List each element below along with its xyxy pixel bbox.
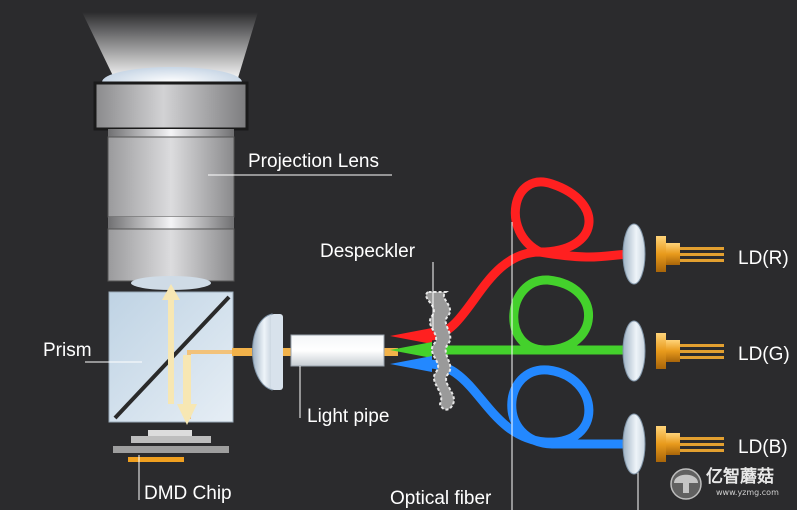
light-pipe xyxy=(290,334,385,367)
ld-b-collimator-lens xyxy=(622,413,646,475)
ld-g-collimator-lens xyxy=(622,320,646,382)
ld-b-label: LD(B) xyxy=(738,437,788,458)
ld-r-collimator-lens xyxy=(622,223,646,285)
projection-lens-label: Projection Lens xyxy=(248,151,379,172)
ld-g-label: LD(G) xyxy=(738,344,790,365)
light-pipe-label: Light pipe xyxy=(307,406,390,427)
dmd-chip xyxy=(113,430,229,462)
laser-diodes xyxy=(622,223,724,475)
dmd-chip-label: DMD Chip xyxy=(144,483,232,504)
condenser-lens xyxy=(252,313,273,391)
projected-light-cone xyxy=(82,12,258,78)
ld-g-diode xyxy=(656,333,724,369)
despeckler-label: Despeckler xyxy=(320,241,416,262)
watermark-url: www.yzmg.com xyxy=(716,488,779,497)
ld-r-label: LD(R) xyxy=(738,248,789,269)
ld-r-diode xyxy=(656,236,724,272)
projection-lens xyxy=(93,67,249,290)
watermark-logo-icon xyxy=(670,468,702,500)
leader-lines xyxy=(85,174,639,510)
watermark-brand: 亿智蘑菇 xyxy=(706,467,774,487)
optical-fibers xyxy=(390,177,641,449)
ld-b-diode xyxy=(656,426,724,462)
optical-fiber-label: Optical fiber xyxy=(390,488,492,509)
condenser-lens-edge xyxy=(271,314,283,390)
prism-label: Prism xyxy=(43,340,92,361)
